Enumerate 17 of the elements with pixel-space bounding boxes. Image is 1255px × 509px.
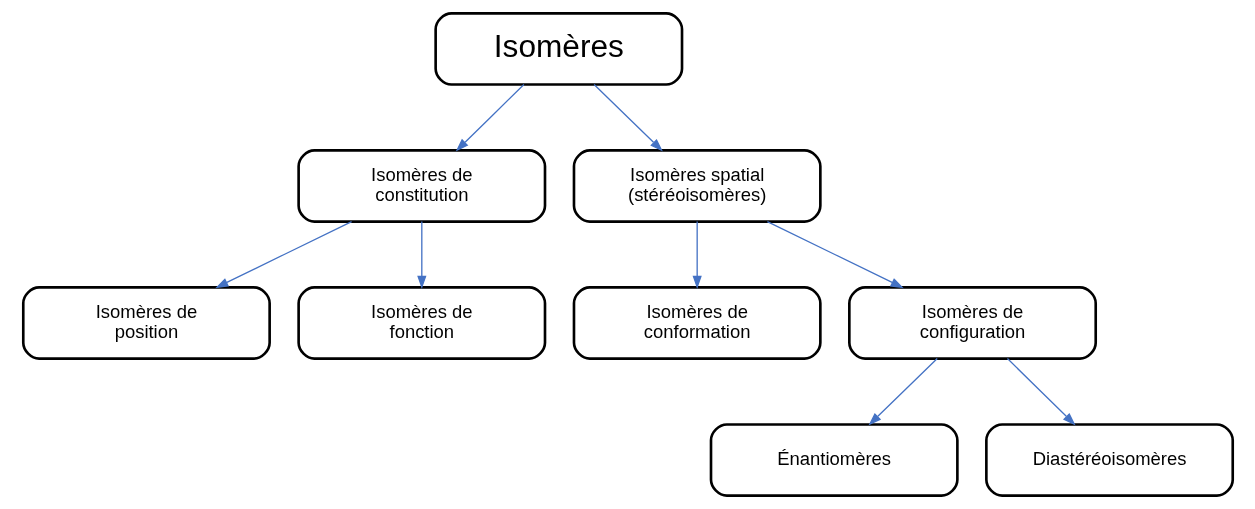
- arrow: [592, 83, 663, 152]
- node-box: Isomères de conformation: [572, 286, 822, 360]
- arrow: [1006, 357, 1076, 426]
- arrow: [867, 357, 938, 426]
- arrow: [766, 220, 904, 289]
- arrow: [692, 220, 702, 290]
- node-box: Isomères de constitution: [296, 149, 546, 223]
- node-box: Isomères de configuration: [847, 286, 1097, 360]
- node-box: Énantiomères: [709, 423, 959, 497]
- arrow: [214, 220, 352, 289]
- node-box: Isomères de fonction: [296, 286, 546, 360]
- node-box: Diastéréoisomères: [984, 423, 1234, 497]
- node-box: Isomères de position: [21, 286, 271, 360]
- arrow: [455, 83, 525, 152]
- arrow: [416, 220, 426, 290]
- node-box: Isomères: [433, 12, 683, 86]
- node-box: Isomères spatial (stéréoisomères): [572, 149, 822, 223]
